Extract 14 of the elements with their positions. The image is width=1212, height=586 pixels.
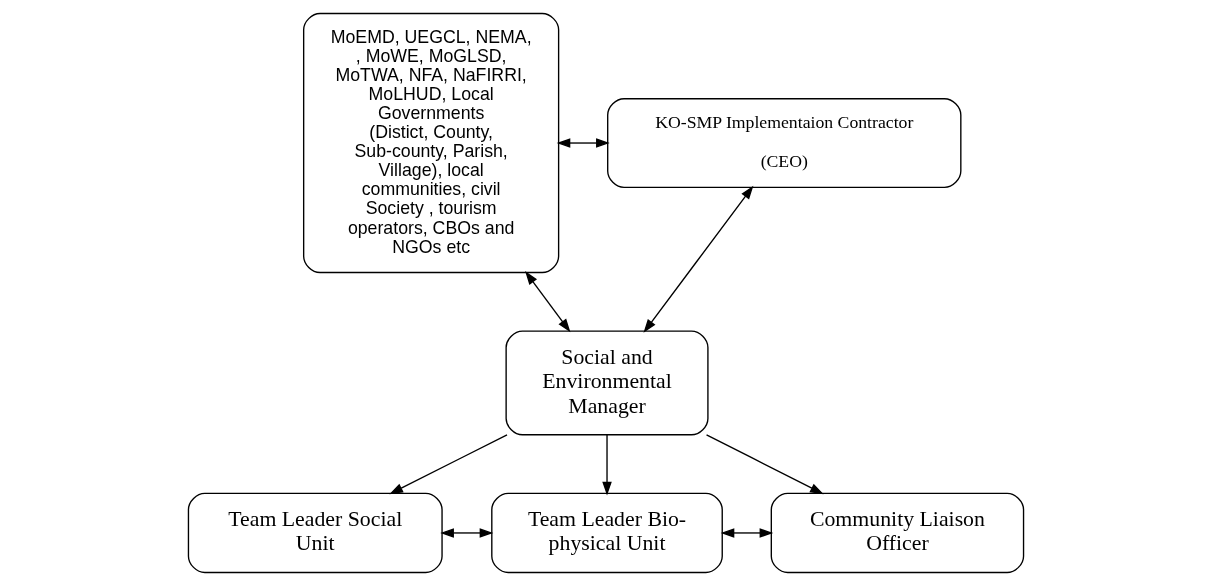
node-box: Community Liaison Officer: [770, 492, 1025, 574]
node-box: KO-SMP Implementaion Contractor (CEO): [607, 98, 962, 188]
arrow: [440, 528, 494, 538]
arrow: [705, 434, 824, 495]
arrow: [720, 528, 774, 538]
node-box: Team Leader Bio-physical Unit: [491, 492, 723, 574]
arrow: [525, 271, 571, 333]
arrow: [389, 434, 508, 495]
arrow: [556, 138, 610, 148]
node-box: Social and Environmental Manager: [505, 330, 709, 436]
node-box: MoEMD, UEGCL, NEMA, , MoWE, MoGLSD, MoTWA, NFA, NaFIRRI, MoLHUD, Local Governments (Distict, County, Sub-county, Parish, Village), local communities, civil Society , tourism operators, CBOs and NGOs etc: [303, 12, 560, 274]
arrow: [602, 434, 612, 496]
node-box: Team Leader Social Unit: [187, 492, 443, 574]
arrow: [643, 185, 754, 333]
